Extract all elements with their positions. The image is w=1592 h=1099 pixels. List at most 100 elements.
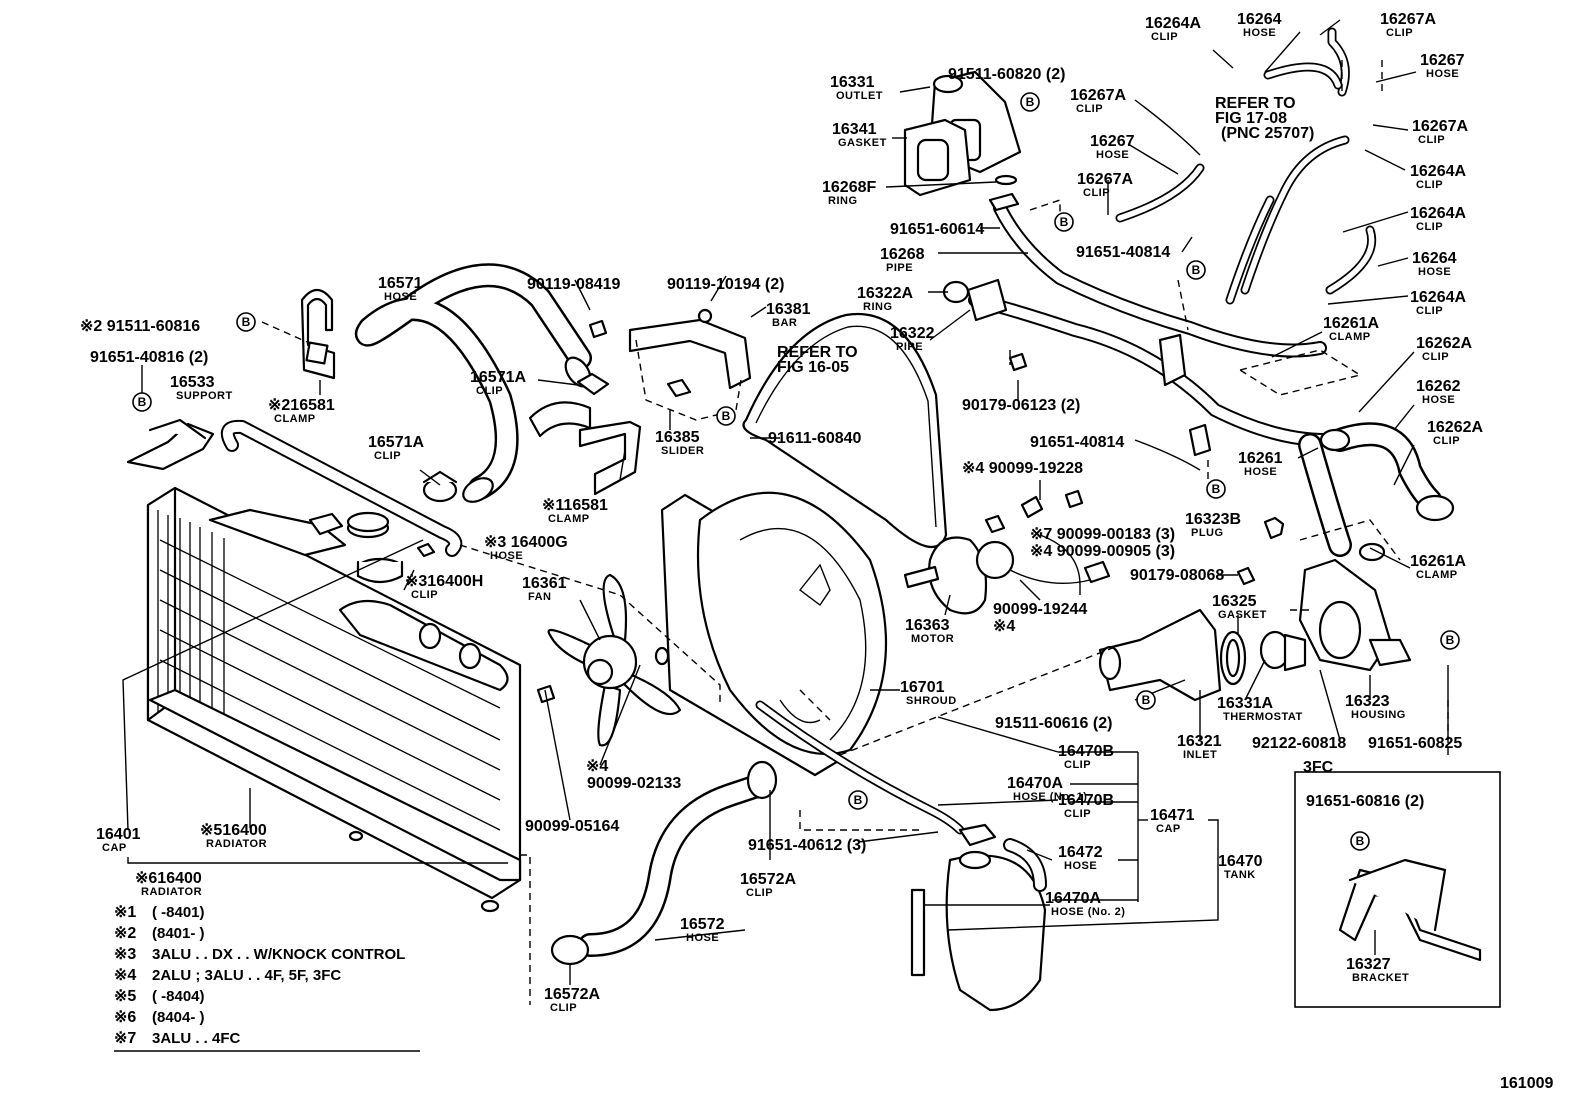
part-name-c77: HOSE <box>686 932 719 944</box>
part-name-c75: RADIATOR <box>141 886 202 898</box>
part-name-c8: GASKET <box>838 137 887 149</box>
part-name-c3: CLIP <box>1386 27 1413 39</box>
footnote-text: 3ALU . . 4FC <box>152 1030 241 1047</box>
part-name-c30: SUPPORT <box>176 390 233 402</box>
part-number-c14: 91651-60614 <box>890 221 984 238</box>
water-pipe-16322 <box>942 278 1332 457</box>
part-name-c59: INLET <box>1183 749 1217 761</box>
bolt-90179-08068 <box>1236 566 1256 586</box>
svg-text:B: B <box>1192 263 1201 277</box>
part-name-c53: MOTOR <box>911 633 954 645</box>
bolts <box>536 352 1084 704</box>
belt-91611-60840 <box>742 312 948 549</box>
part-name-c10: CLIP <box>1418 134 1445 146</box>
part-name-c43: HOSE <box>490 550 523 562</box>
part-name-c78: CLIP <box>550 1002 577 1014</box>
part-number-c65: 16470A <box>1007 775 1063 792</box>
bracket-16327 <box>1338 858 1482 962</box>
part-number-c57: 16331A <box>1217 695 1273 712</box>
part-name-c49: FAN <box>528 591 552 603</box>
part-number-c47: 16261A <box>1410 553 1466 570</box>
inset-label: 3FC <box>1303 759 1334 776</box>
part-name-c66: CLIP <box>1064 808 1091 820</box>
clamp-16581-upper <box>300 288 336 380</box>
plug-16323b <box>1263 516 1285 540</box>
hose-16261 <box>1298 428 1386 562</box>
hose-16267 <box>1115 27 1350 223</box>
part-name-c5: OUTLET <box>836 90 883 102</box>
svg-text:B: B <box>854 793 863 807</box>
svg-text:B: B <box>1446 633 1455 647</box>
part-name-c40: HOSE <box>1244 466 1277 478</box>
part-number-c58: 16323 <box>1345 693 1390 710</box>
part-name-c42: CLAMP <box>548 513 590 525</box>
lower-hose-16572 <box>550 760 778 966</box>
part-name-c1: CLIP <box>1151 31 1178 43</box>
part-number-c33: 16385 <box>655 429 700 446</box>
dashed-guides <box>261 60 1449 1005</box>
footnote-mark: ※7 <box>114 1030 136 1047</box>
part-name-c58: HOUSING <box>1351 709 1406 721</box>
part-name-c17: HOSE <box>1418 266 1451 278</box>
part-number-c55: 16701 <box>900 679 945 696</box>
part-number-c53: 16363 <box>905 617 950 634</box>
b-marker: B <box>1440 630 1460 650</box>
part-name-c67: CAP <box>1156 823 1181 835</box>
svg-text:B: B <box>1142 693 1151 707</box>
part-number-c44: ※7 90099-00183 (3) <box>1030 526 1175 543</box>
part-number-c9: 16267 <box>1090 133 1135 150</box>
svg-text:B: B <box>1356 834 1365 848</box>
part-number-c48: ※316400H <box>405 573 483 590</box>
part-number-c69: 91651-40612 (3) <box>748 837 866 854</box>
part-number-c80: 16327 <box>1346 956 1391 973</box>
part-name-c9: HOSE <box>1096 149 1129 161</box>
refer-note-r2-line-0: REFER TO <box>777 344 858 361</box>
part-number-c56: 91511-60616 (2) <box>995 715 1112 732</box>
part-number-c28: ※2 91511-60816 <box>80 318 200 335</box>
part-number-c13: 16267A <box>1077 171 1133 188</box>
part-number-c60: 92122-60818 <box>1252 735 1346 752</box>
part-number-c24: 16381 <box>766 301 811 318</box>
part-name-c13: CLIP <box>1083 187 1110 199</box>
fan-16361 <box>547 573 682 747</box>
part-number-c29: 91651-40816 (2) <box>90 349 208 366</box>
part-number-c36: 16262 <box>1416 378 1461 395</box>
part-number-c68: 90099-05164 <box>525 818 619 835</box>
b-marker: B <box>1054 212 1074 232</box>
part-number-c11: 16264A <box>1410 163 1466 180</box>
b-marker: B <box>132 392 152 412</box>
part-number-c19: 16264A <box>1410 289 1466 306</box>
footnote-mark: ※3 <box>114 946 136 963</box>
motor-16363 <box>903 514 1111 615</box>
part-number-c45: ※4 90099-00905 (3) <box>1030 543 1175 560</box>
part-number-c72: 16572A <box>740 871 796 888</box>
radiator <box>146 486 522 913</box>
footnote-mark: ※5 <box>114 988 136 1005</box>
footnote-text: ( -8401) <box>152 904 205 921</box>
refer-note-r2-line-1: FIG 16-05 <box>777 359 849 376</box>
part-name-c4: HOSE <box>1426 68 1459 80</box>
footnote-mark: ※6 <box>114 1009 136 1026</box>
part-name-c55: SHROUD <box>906 695 957 707</box>
part-number-c41: ※4 90099-19228 <box>962 460 1083 477</box>
housing-16323 <box>1298 558 1412 672</box>
svg-text:B: B <box>138 395 147 409</box>
part-number-c27: 16262A <box>1416 335 1472 352</box>
part-name-c65: HOSE (No. 1) <box>1013 791 1087 803</box>
part-number-c15: 16264A <box>1410 205 1466 222</box>
part-number-c22: 90119-08419 <box>527 276 621 293</box>
footnote-text: (8401- ) <box>152 925 205 942</box>
gasket-16325 <box>1219 630 1247 686</box>
part-number-c6: 91511-60820 (2) <box>948 66 1065 83</box>
part-number-c79: 91651-60816 (2) <box>1306 793 1424 810</box>
b-marker: B <box>1350 831 1370 851</box>
part-name-c27: CLIP <box>1422 351 1449 363</box>
svg-text:B: B <box>722 409 731 423</box>
footnote-text: 3ALU . . DX . . W/KNOCK CONTROL <box>152 946 405 963</box>
part-number-c51: 16325 <box>1212 593 1257 610</box>
b-marker: B <box>1020 92 1040 112</box>
overflow-hose-16470a <box>755 700 997 847</box>
part-number-c7: 16267A <box>1070 87 1126 104</box>
part-number-c52: 90099-19244 <box>993 601 1087 618</box>
part-number-c49: 16361 <box>522 575 567 592</box>
